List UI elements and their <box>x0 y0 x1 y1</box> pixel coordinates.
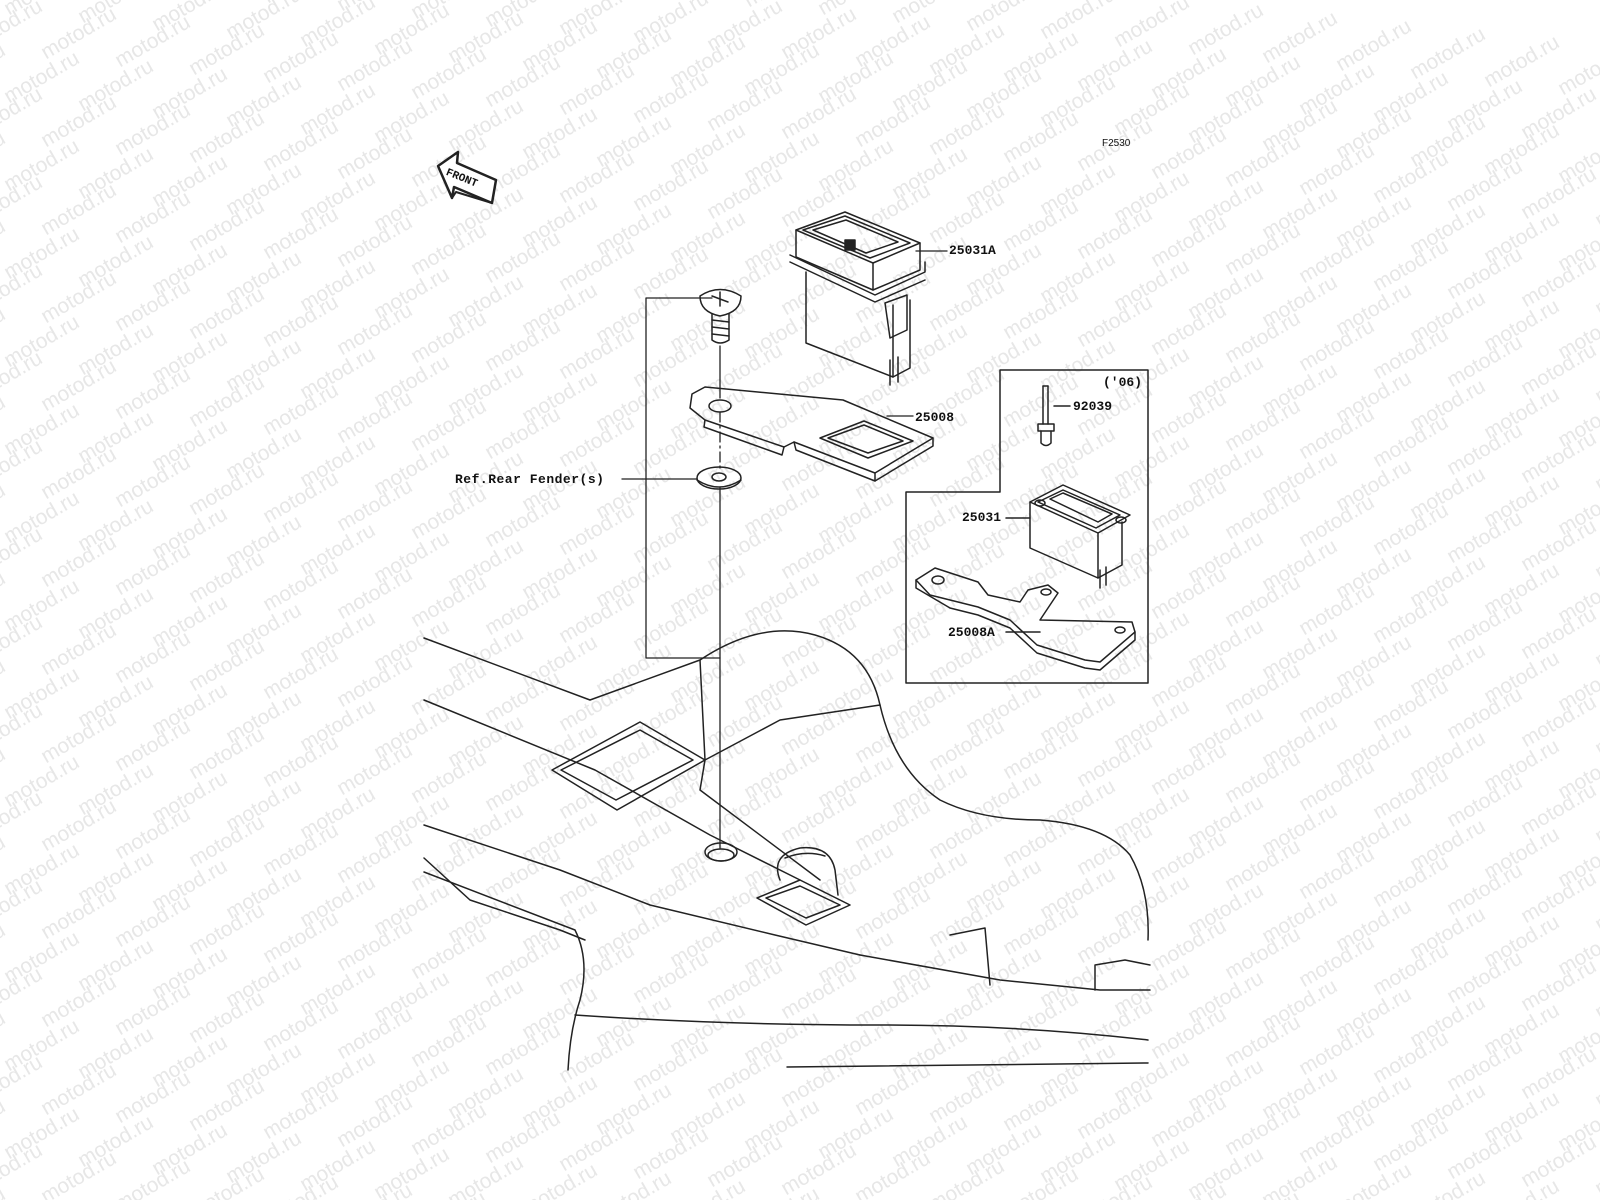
figure-code: F2530 <box>1102 138 1131 149</box>
callout-92039: 92039 <box>1073 399 1113 414</box>
hour-meter-25031-drawing <box>1005 484 1131 589</box>
rear-fender-drawing <box>423 630 1151 1071</box>
washer-drawing <box>696 466 742 490</box>
year-note: ('06) <box>1103 375 1143 390</box>
callout-25031A: 25031A <box>949 243 996 258</box>
inset-2006-box <box>905 369 1149 684</box>
assembly-leader-lines <box>621 250 948 849</box>
callout-25031: 25031 <box>962 510 1002 525</box>
bracket-25008-drawing <box>689 386 934 482</box>
callout-ref-rear-fender: Ref.Rear Fender(s) <box>455 472 605 487</box>
callout-25008A: 25008A <box>948 625 995 640</box>
screw-drawing <box>699 288 742 344</box>
hour-meter-25031A-drawing <box>789 211 926 386</box>
rivet-92039-drawing <box>1037 385 1071 447</box>
bracket-25008A-drawing <box>915 567 1136 671</box>
callout-25008: 25008 <box>915 410 955 425</box>
front-direction-arrow-icon <box>436 150 498 205</box>
